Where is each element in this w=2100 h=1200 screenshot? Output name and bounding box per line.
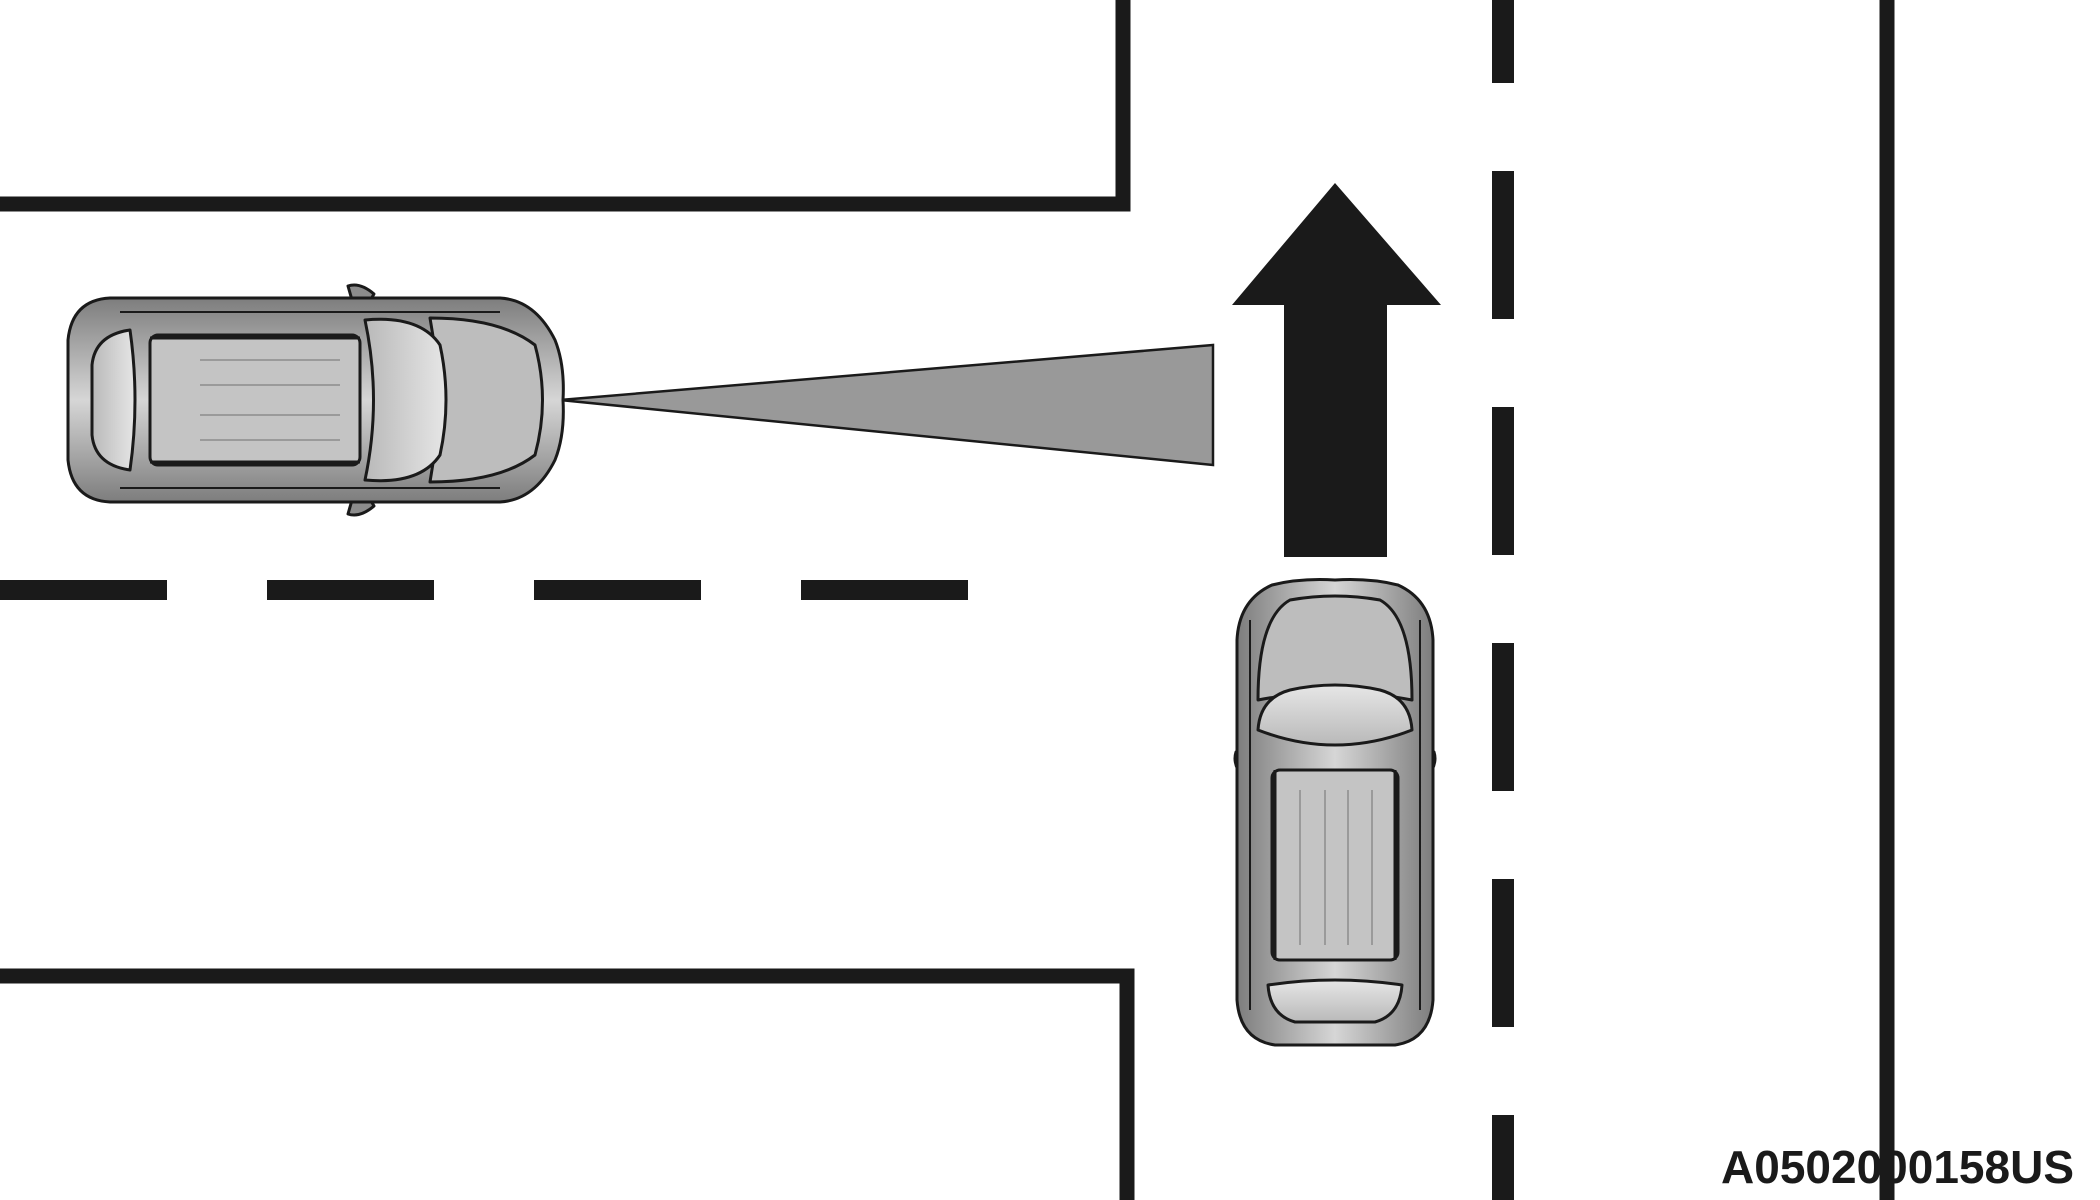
road-markings (0, 0, 1895, 1200)
upper-left-curb (0, 0, 1131, 212)
car-rear-window (90, 328, 137, 472)
figure-id-label: A0502000158US (1721, 1141, 2074, 1193)
car-windshield (1256, 683, 1414, 747)
car-windshield (363, 317, 448, 483)
cross-traffic-vehicle (66, 283, 565, 517)
car-rear-window (1266, 978, 1404, 1024)
car-roof (148, 333, 362, 467)
up-arrow-icon (1232, 183, 1441, 557)
own-vehicle (1233, 578, 1437, 1047)
lower-left-curb (0, 968, 1135, 1200)
car-roof (1270, 768, 1400, 962)
sensor-beam-icon (559, 343, 1215, 467)
